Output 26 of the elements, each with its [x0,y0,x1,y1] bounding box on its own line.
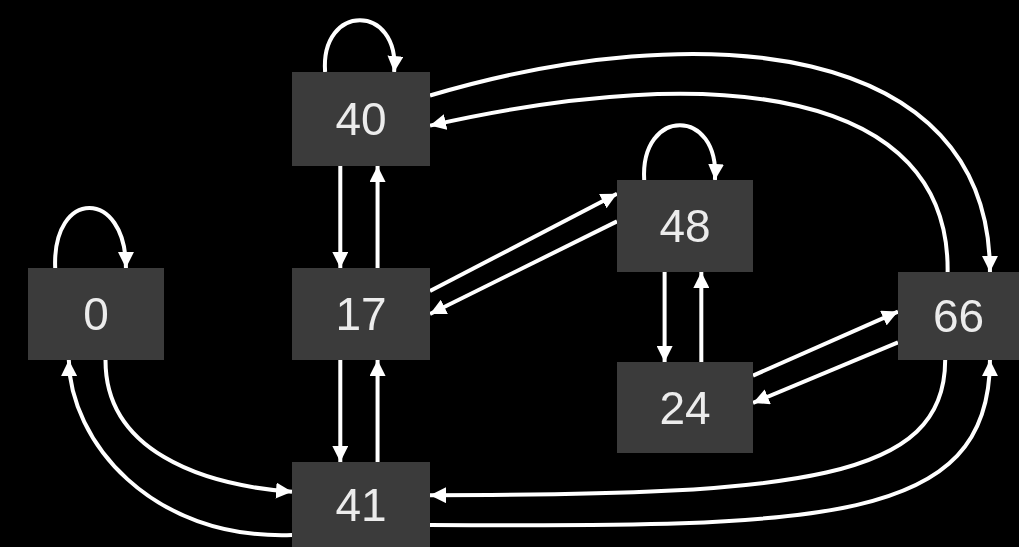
number-box: 17 [292,268,430,360]
number-box: 48 [617,180,753,272]
arrow [369,360,386,462]
arrow [332,360,349,462]
arrow [429,91,950,273]
arrow [429,219,618,316]
arrow [323,18,402,73]
number-box: 24 [617,362,753,453]
arrow [752,309,899,378]
number-box: 40 [292,72,430,166]
arrow [752,340,899,405]
arrow [53,206,133,269]
arrow [430,359,997,528]
arrow [693,272,710,362]
arrow [332,166,349,268]
number-box: 66 [898,272,1019,360]
arrow [429,192,618,293]
arrow [430,359,948,504]
arrow [642,123,723,181]
number-box: 41 [292,462,430,547]
arrow [369,166,386,268]
arrow [656,272,673,362]
number-box: 0 [28,268,164,360]
arrow [103,359,293,499]
arrow [429,52,997,273]
arrow [62,359,293,538]
